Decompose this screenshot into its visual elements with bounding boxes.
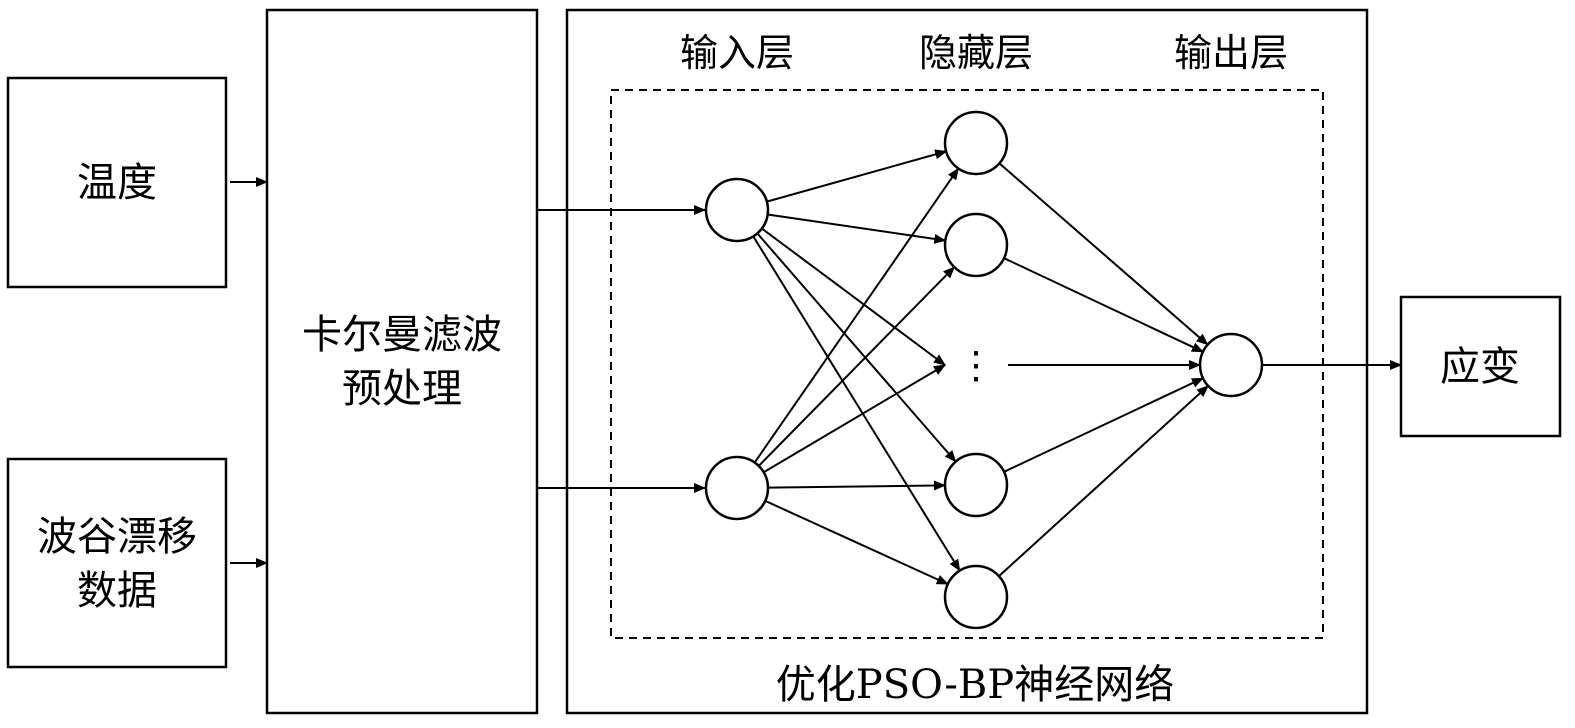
input-layer-label: 输入层 xyxy=(680,31,794,75)
edge-hidden5-output xyxy=(998,385,1209,577)
temperature-box xyxy=(6,76,228,289)
network-nodes xyxy=(704,110,1264,630)
network-caption: 优化PSO-BP神经网络 xyxy=(776,662,1174,708)
edge-hidden2-output xyxy=(1003,257,1204,353)
edge-input1-hidden-ellipsis xyxy=(761,227,946,366)
strain-label: 应变 xyxy=(1440,344,1520,390)
edge-input2-hidden1 xyxy=(753,167,960,464)
edge-input2-hidden2 xyxy=(758,266,955,467)
output-layer-label: 输出层 xyxy=(1174,31,1288,75)
edge-input2-hidden-ellipsis xyxy=(763,364,946,474)
temperature-label: 温度 xyxy=(77,160,157,206)
edge-input2-hidden5 xyxy=(764,499,949,586)
edge-input1-hidden5 xyxy=(752,235,961,572)
kalman-label-line2: 预处理 xyxy=(342,366,462,412)
network-edges xyxy=(752,149,1209,586)
kalman-label-line1: 卡尔曼滤波 xyxy=(302,312,502,358)
edge-input2-hidden4 xyxy=(767,480,947,491)
hidden-node-2 xyxy=(943,212,1009,278)
output-node xyxy=(1198,332,1264,398)
edge-input1-hidden2 xyxy=(767,213,947,244)
hidden-node-4 xyxy=(943,452,1009,518)
hidden-node-1 xyxy=(943,110,1009,176)
input-node-1 xyxy=(704,177,770,243)
edge-hidden1-output xyxy=(998,162,1209,346)
hidden-ellipsis: ⋮ xyxy=(957,343,995,387)
strain-box xyxy=(1399,295,1562,438)
edge-hidden4-output xyxy=(1003,377,1204,473)
hidden-node-5 xyxy=(943,564,1009,630)
edge-input1-hidden4 xyxy=(756,232,957,463)
kalman-box xyxy=(265,8,539,715)
hidden-layer-label: 隐藏层 xyxy=(919,31,1033,75)
valley-drift-label-line2: 数据 xyxy=(77,568,157,614)
valley-drift-label-line1: 波谷漂移 xyxy=(37,514,197,560)
valley-drift-box xyxy=(6,457,228,669)
edge-input1-hidden1 xyxy=(766,149,948,203)
input-node-2 xyxy=(704,455,770,521)
